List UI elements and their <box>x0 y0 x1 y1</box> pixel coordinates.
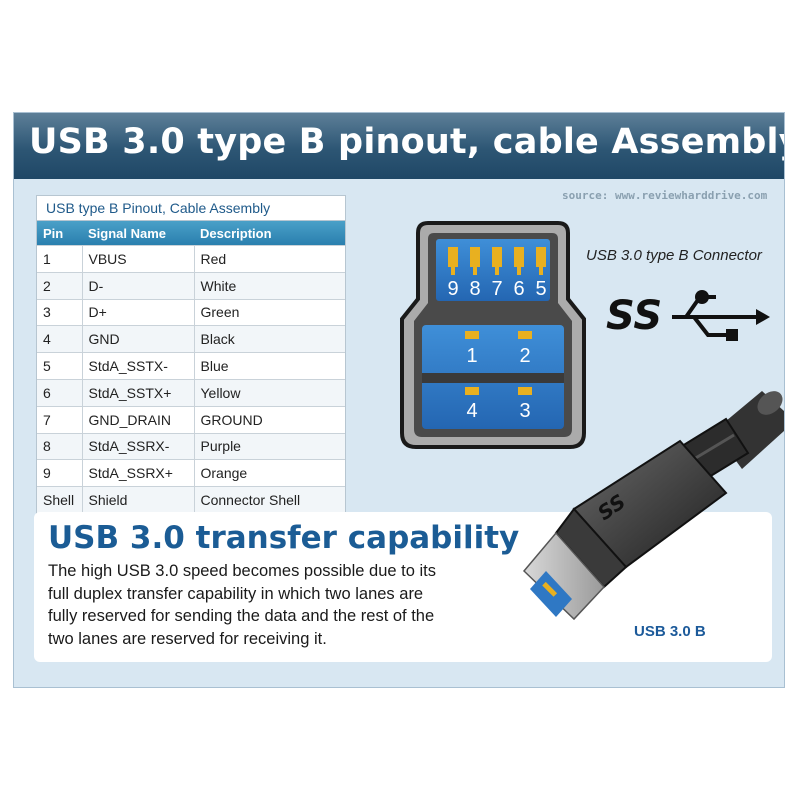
pin-cell: 7 <box>37 405 83 434</box>
pinout-table: USB type B Pinout, Cable Assembly Pin Si… <box>36 195 346 514</box>
usb-trident-icon <box>672 290 770 341</box>
connector-pin-stem <box>539 267 543 275</box>
source-credit: source: www.reviewharddrive.com <box>562 189 768 202</box>
connector-pin-stem <box>517 267 521 275</box>
description-cell: Connector Shell <box>194 486 345 513</box>
connector-pin-contact <box>536 247 546 267</box>
transfer-line: fully reserved for sending the data and … <box>48 607 435 625</box>
connector-pin-number: 6 <box>513 278 524 300</box>
signal-cell: D- <box>82 271 195 300</box>
transfer-line: full duplex transfer capability in which… <box>48 584 424 603</box>
connector-pin-contact <box>514 247 524 267</box>
pin-cell: 2 <box>37 271 83 300</box>
signal-cell: Shield <box>82 486 195 513</box>
usb-b-plug-icon: SS <box>522 391 784 621</box>
connector-pin-contact <box>518 387 532 395</box>
signal-cell: VBUS <box>82 245 195 273</box>
description-cell: GROUND <box>194 405 345 434</box>
header-banner: USB 3.0 type B pinout, cable Assembly <box>14 113 784 179</box>
pin-cell: 9 <box>37 459 83 487</box>
connector-pin-contact <box>448 247 458 267</box>
description-cell: White <box>194 271 345 300</box>
connector-pin-contact <box>518 331 532 339</box>
connector-pin-number: 4 <box>466 400 477 422</box>
transfer-title: USB 3.0 transfer capability <box>48 520 520 556</box>
pin-cell: 3 <box>37 298 83 326</box>
signal-cell: GND <box>82 325 195 353</box>
column-header-description: Description <box>194 221 345 246</box>
transfer-line: The high USB 3.0 speed becomes possible … <box>48 562 436 580</box>
signal-cell: StdA_SSRX- <box>82 432 195 460</box>
infographic-card: USB 3.0 type B pinout, cable Assembly so… <box>13 112 785 688</box>
description-cell: Green <box>194 298 345 326</box>
column-header-signal: Signal Name <box>82 221 194 246</box>
table-header-row: Pin Signal Name Description <box>37 221 345 246</box>
cable-label: USB 3.0 B <box>634 623 706 640</box>
connector-pin-stem <box>495 267 499 275</box>
connector-pin-number: 3 <box>519 400 530 422</box>
pin-cell: 5 <box>37 352 83 380</box>
signal-cell: StdA_SSTX+ <box>82 378 195 407</box>
pin-cell: 6 <box>37 378 83 407</box>
pin-cell: Shell <box>37 486 83 513</box>
connector-label: USB 3.0 type B Connector <box>586 247 762 264</box>
page-title: USB 3.0 type B pinout, cable Assembly <box>29 122 785 162</box>
connector-pin-number: 1 <box>466 345 477 367</box>
signal-cell: StdA_SSTX- <box>82 352 195 380</box>
usb-superspeed-logo: SS <box>606 290 770 341</box>
connector-pin-stem <box>473 267 477 275</box>
superspeed-logo-text: SS <box>606 293 662 339</box>
description-cell: Orange <box>194 459 345 487</box>
description-cell: Blue <box>194 352 345 380</box>
column-header-pin: Pin <box>37 221 82 246</box>
pin-cell: 8 <box>37 432 83 460</box>
transfer-description: The high USB 3.0 speed becomes possible … <box>48 560 488 650</box>
transfer-line: two lanes are reserved for receiving it. <box>48 629 327 648</box>
description-cell: Red <box>194 245 345 273</box>
connector-pin-contact <box>465 331 479 339</box>
connector-center-tongue <box>422 373 564 383</box>
connector-pin-number: 2 <box>519 345 530 367</box>
table-caption: USB type B Pinout, Cable Assembly <box>37 196 345 221</box>
connector-pin-contact <box>465 387 479 395</box>
connector-pin-contact <box>470 247 480 267</box>
pin-cell: 4 <box>37 325 83 353</box>
connector-pin-number: 9 <box>447 278 458 300</box>
signal-cell: D+ <box>82 298 195 326</box>
pin-cell: 1 <box>37 245 83 273</box>
description-cell: Purple <box>194 432 345 460</box>
signal-cell: GND_DRAIN <box>82 405 195 434</box>
signal-cell: StdA_SSRX+ <box>82 459 195 487</box>
description-cell: Black <box>194 325 345 353</box>
connector-pin-contact <box>492 247 502 267</box>
connector-pin-number: 7 <box>491 278 502 300</box>
connector-pin-stem <box>451 267 455 275</box>
connector-pin-number: 8 <box>469 278 480 300</box>
connector-pin-number: 5 <box>535 278 546 300</box>
description-cell: Yellow <box>194 378 345 407</box>
